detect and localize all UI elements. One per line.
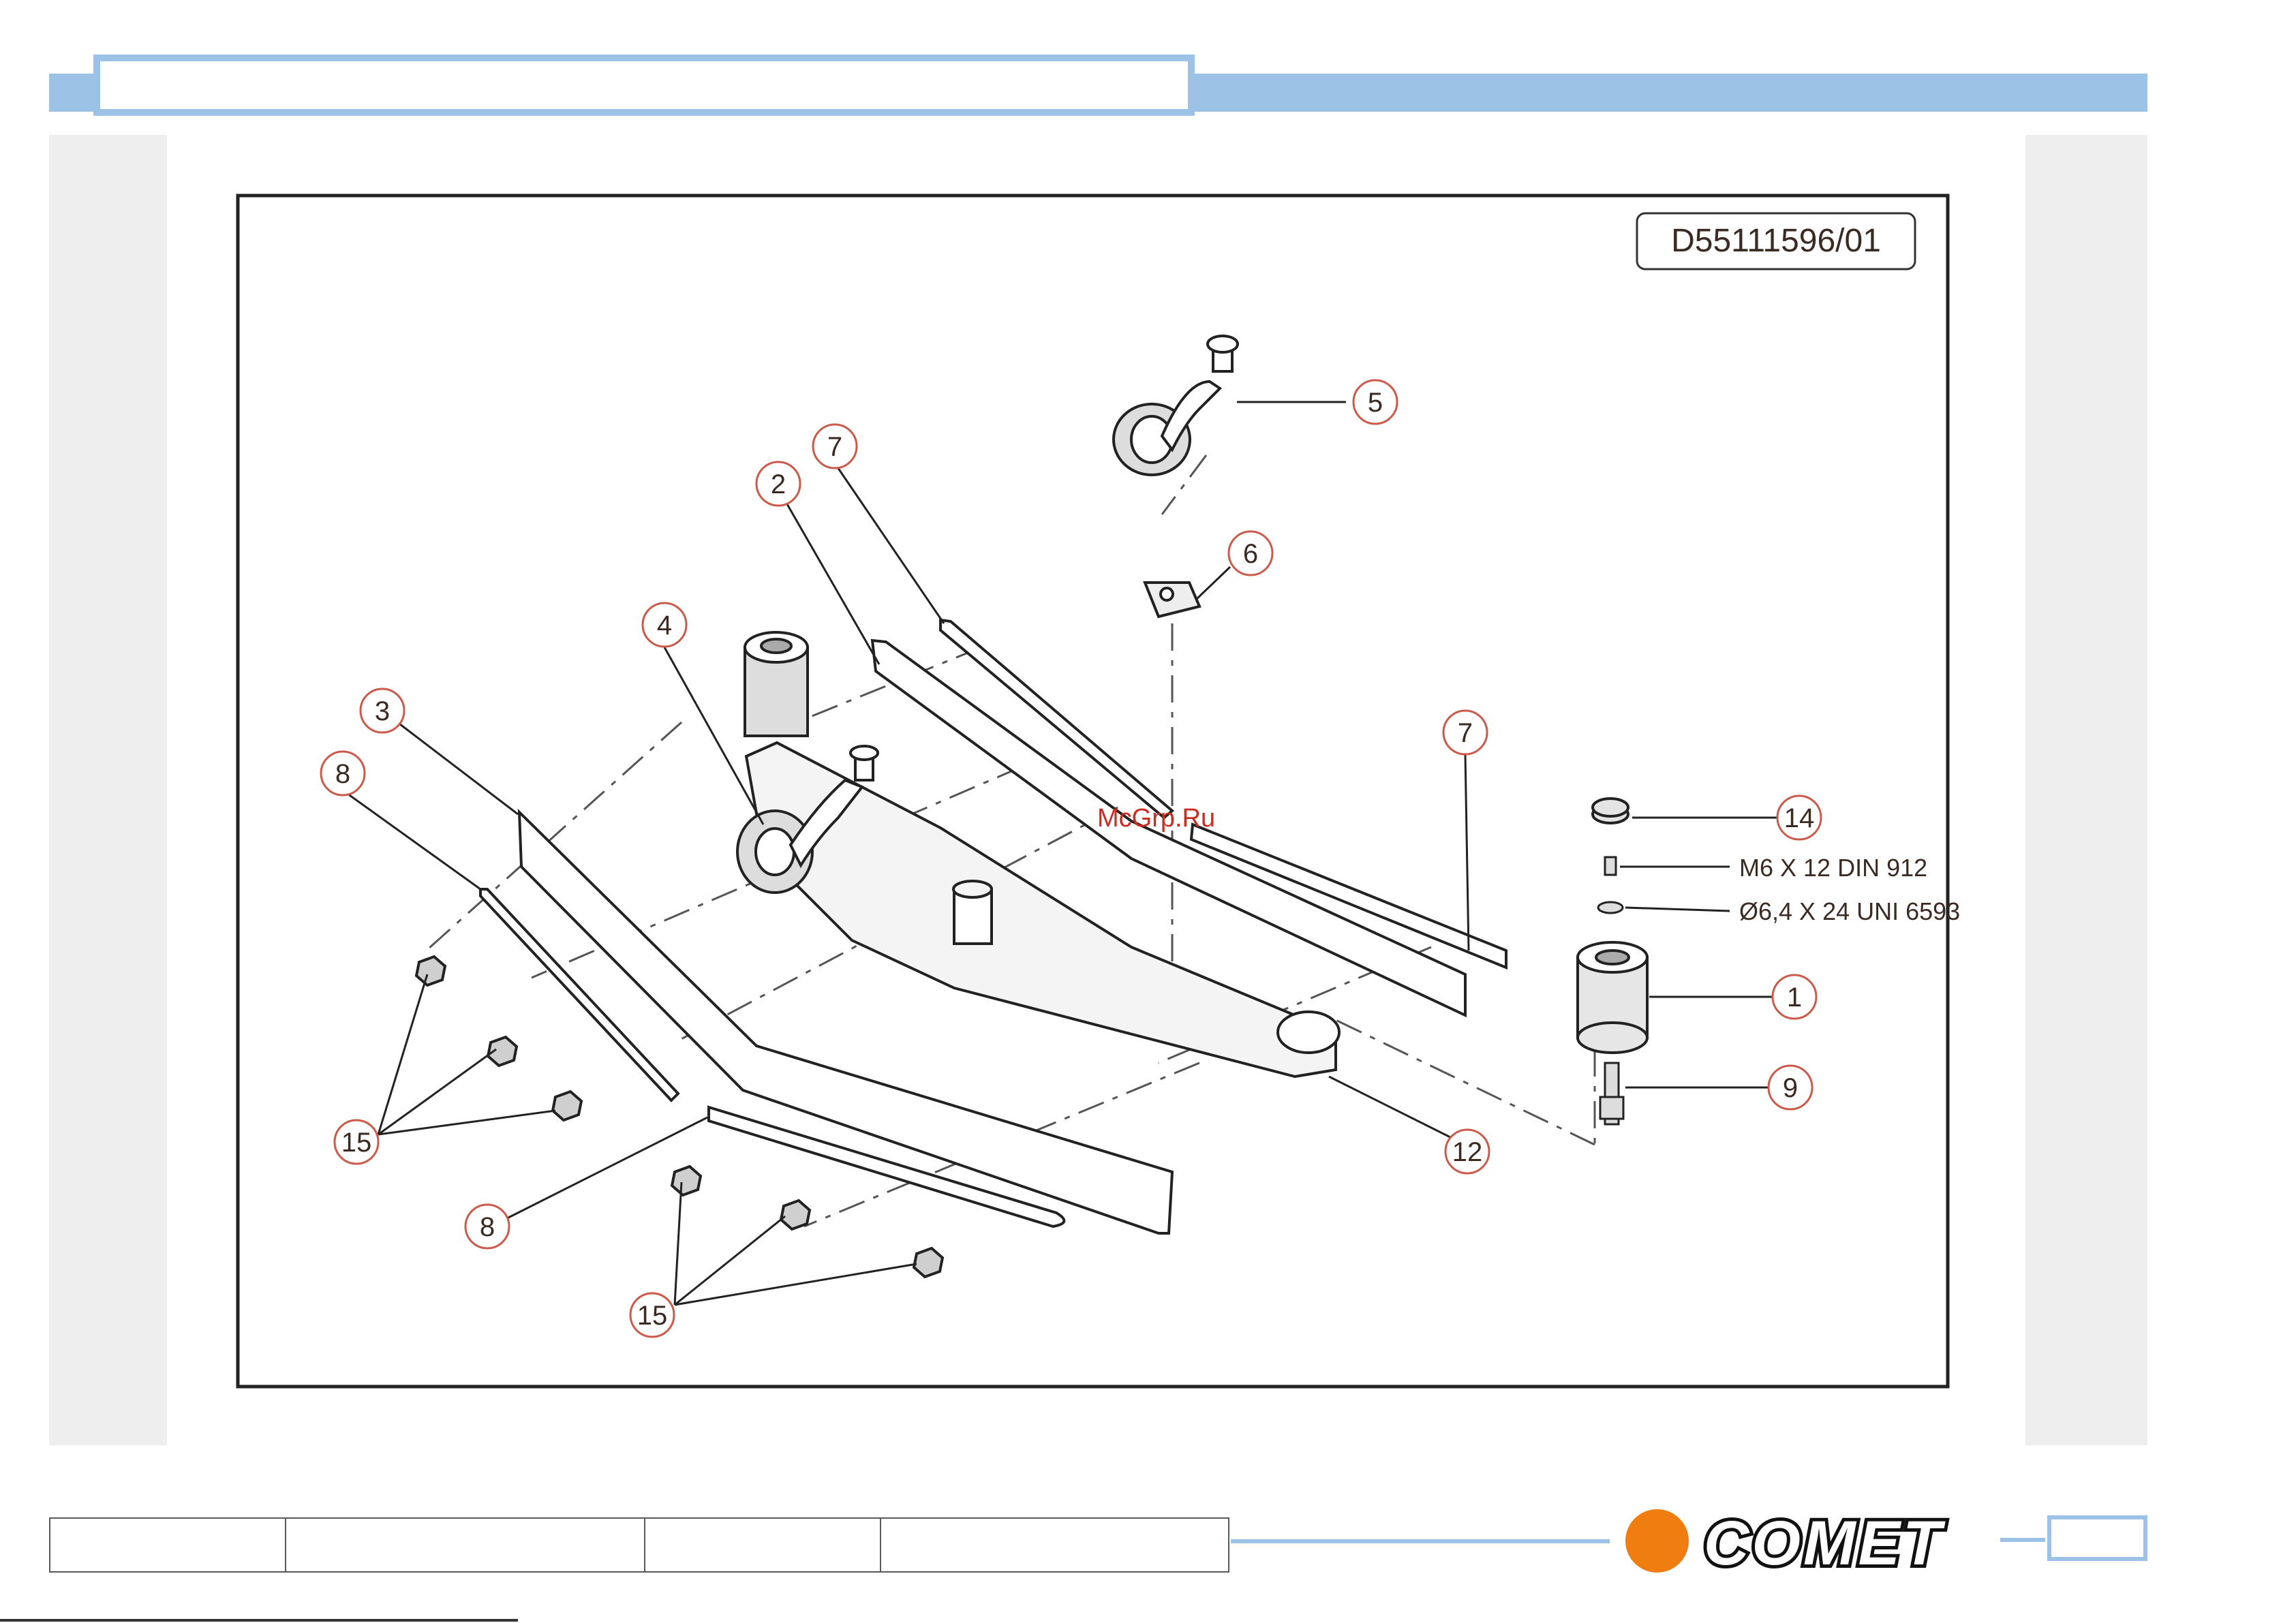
callout-4: 4: [657, 610, 672, 640]
spec-washer: Ø6,4 X 24 UNI 6593: [1739, 897, 1960, 925]
callout-8-bottom: 8: [480, 1212, 495, 1242]
part-screw-m6: [1605, 857, 1616, 875]
footer-cell-1: [50, 1519, 286, 1571]
brand-wordmark: COMET: [1704, 1509, 1946, 1578]
callout-8-top: 8: [335, 759, 350, 789]
footer-rule-right: [2000, 1538, 2045, 1542]
page-number-box: [2047, 1515, 2147, 1561]
callout-15-left: 15: [341, 1128, 372, 1158]
spec-screw: M6 X 12 DIN 912: [1739, 854, 1927, 882]
callout-7-right: 7: [1458, 718, 1473, 748]
logo-orange-dot: [1625, 1509, 1689, 1573]
callout-2: 2: [771, 469, 786, 499]
callout-3: 3: [375, 696, 390, 726]
drawing-code: D55111596/01: [1671, 223, 1881, 259]
footer-table: [49, 1517, 1229, 1573]
callout-9: 9: [1783, 1073, 1798, 1103]
callout-14: 14: [1784, 803, 1815, 833]
callout-15-bottom: 15: [637, 1301, 668, 1331]
bottom-rule: [0, 1619, 518, 1622]
drawing-code-box: D55111596/01: [1637, 213, 1915, 269]
footer-cell-4: [881, 1519, 1228, 1571]
footer-rule: [1231, 1539, 1610, 1543]
part-spacer-1: [1578, 942, 1647, 1053]
callout-1: 1: [1787, 983, 1802, 1013]
footer-cell-2: [286, 1519, 645, 1571]
part-cap-14: [1593, 799, 1628, 823]
callout-7-top: 7: [827, 432, 842, 462]
part-washer: [1598, 902, 1623, 913]
watermark: McGrp.Ru: [1097, 804, 1215, 833]
callout-6: 6: [1243, 539, 1258, 569]
comet-logo: COMET: [1704, 1509, 1946, 1578]
callout-12: 12: [1452, 1137, 1483, 1167]
footer-cell-3: [645, 1519, 881, 1571]
callout-5: 5: [1368, 388, 1383, 418]
